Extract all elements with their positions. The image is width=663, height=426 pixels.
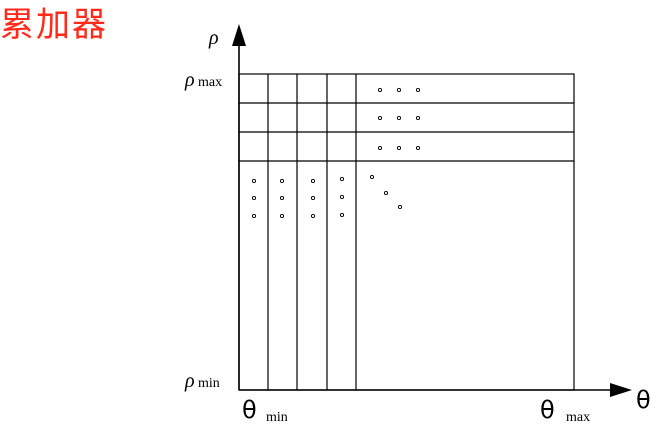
theta-max-subscript: max — [566, 410, 590, 425]
theta-min-subscript: min — [266, 410, 288, 425]
row-ellipsis-dots — [377, 87, 421, 151]
x-axis-label: θ — [636, 386, 651, 414]
y-axis-label: ρ — [208, 27, 219, 49]
column-ellipsis-dots — [251, 176, 345, 219]
theta-min-label: θ — [242, 396, 257, 424]
rho-min-subscript: min — [198, 376, 220, 391]
theta-max-label: θ — [540, 396, 555, 424]
x-axis-arrowhead — [610, 383, 632, 397]
rho-max-label: ρ — [184, 69, 195, 91]
accumulator-grid-outline — [238, 73, 575, 391]
rho-max-subscript: max — [198, 75, 222, 90]
y-axis-arrowhead — [232, 24, 246, 46]
diagram-title: 累加器 — [0, 5, 108, 45]
rho-min-label: ρ — [184, 370, 195, 392]
diagonal-ellipsis-dots — [369, 174, 403, 210]
